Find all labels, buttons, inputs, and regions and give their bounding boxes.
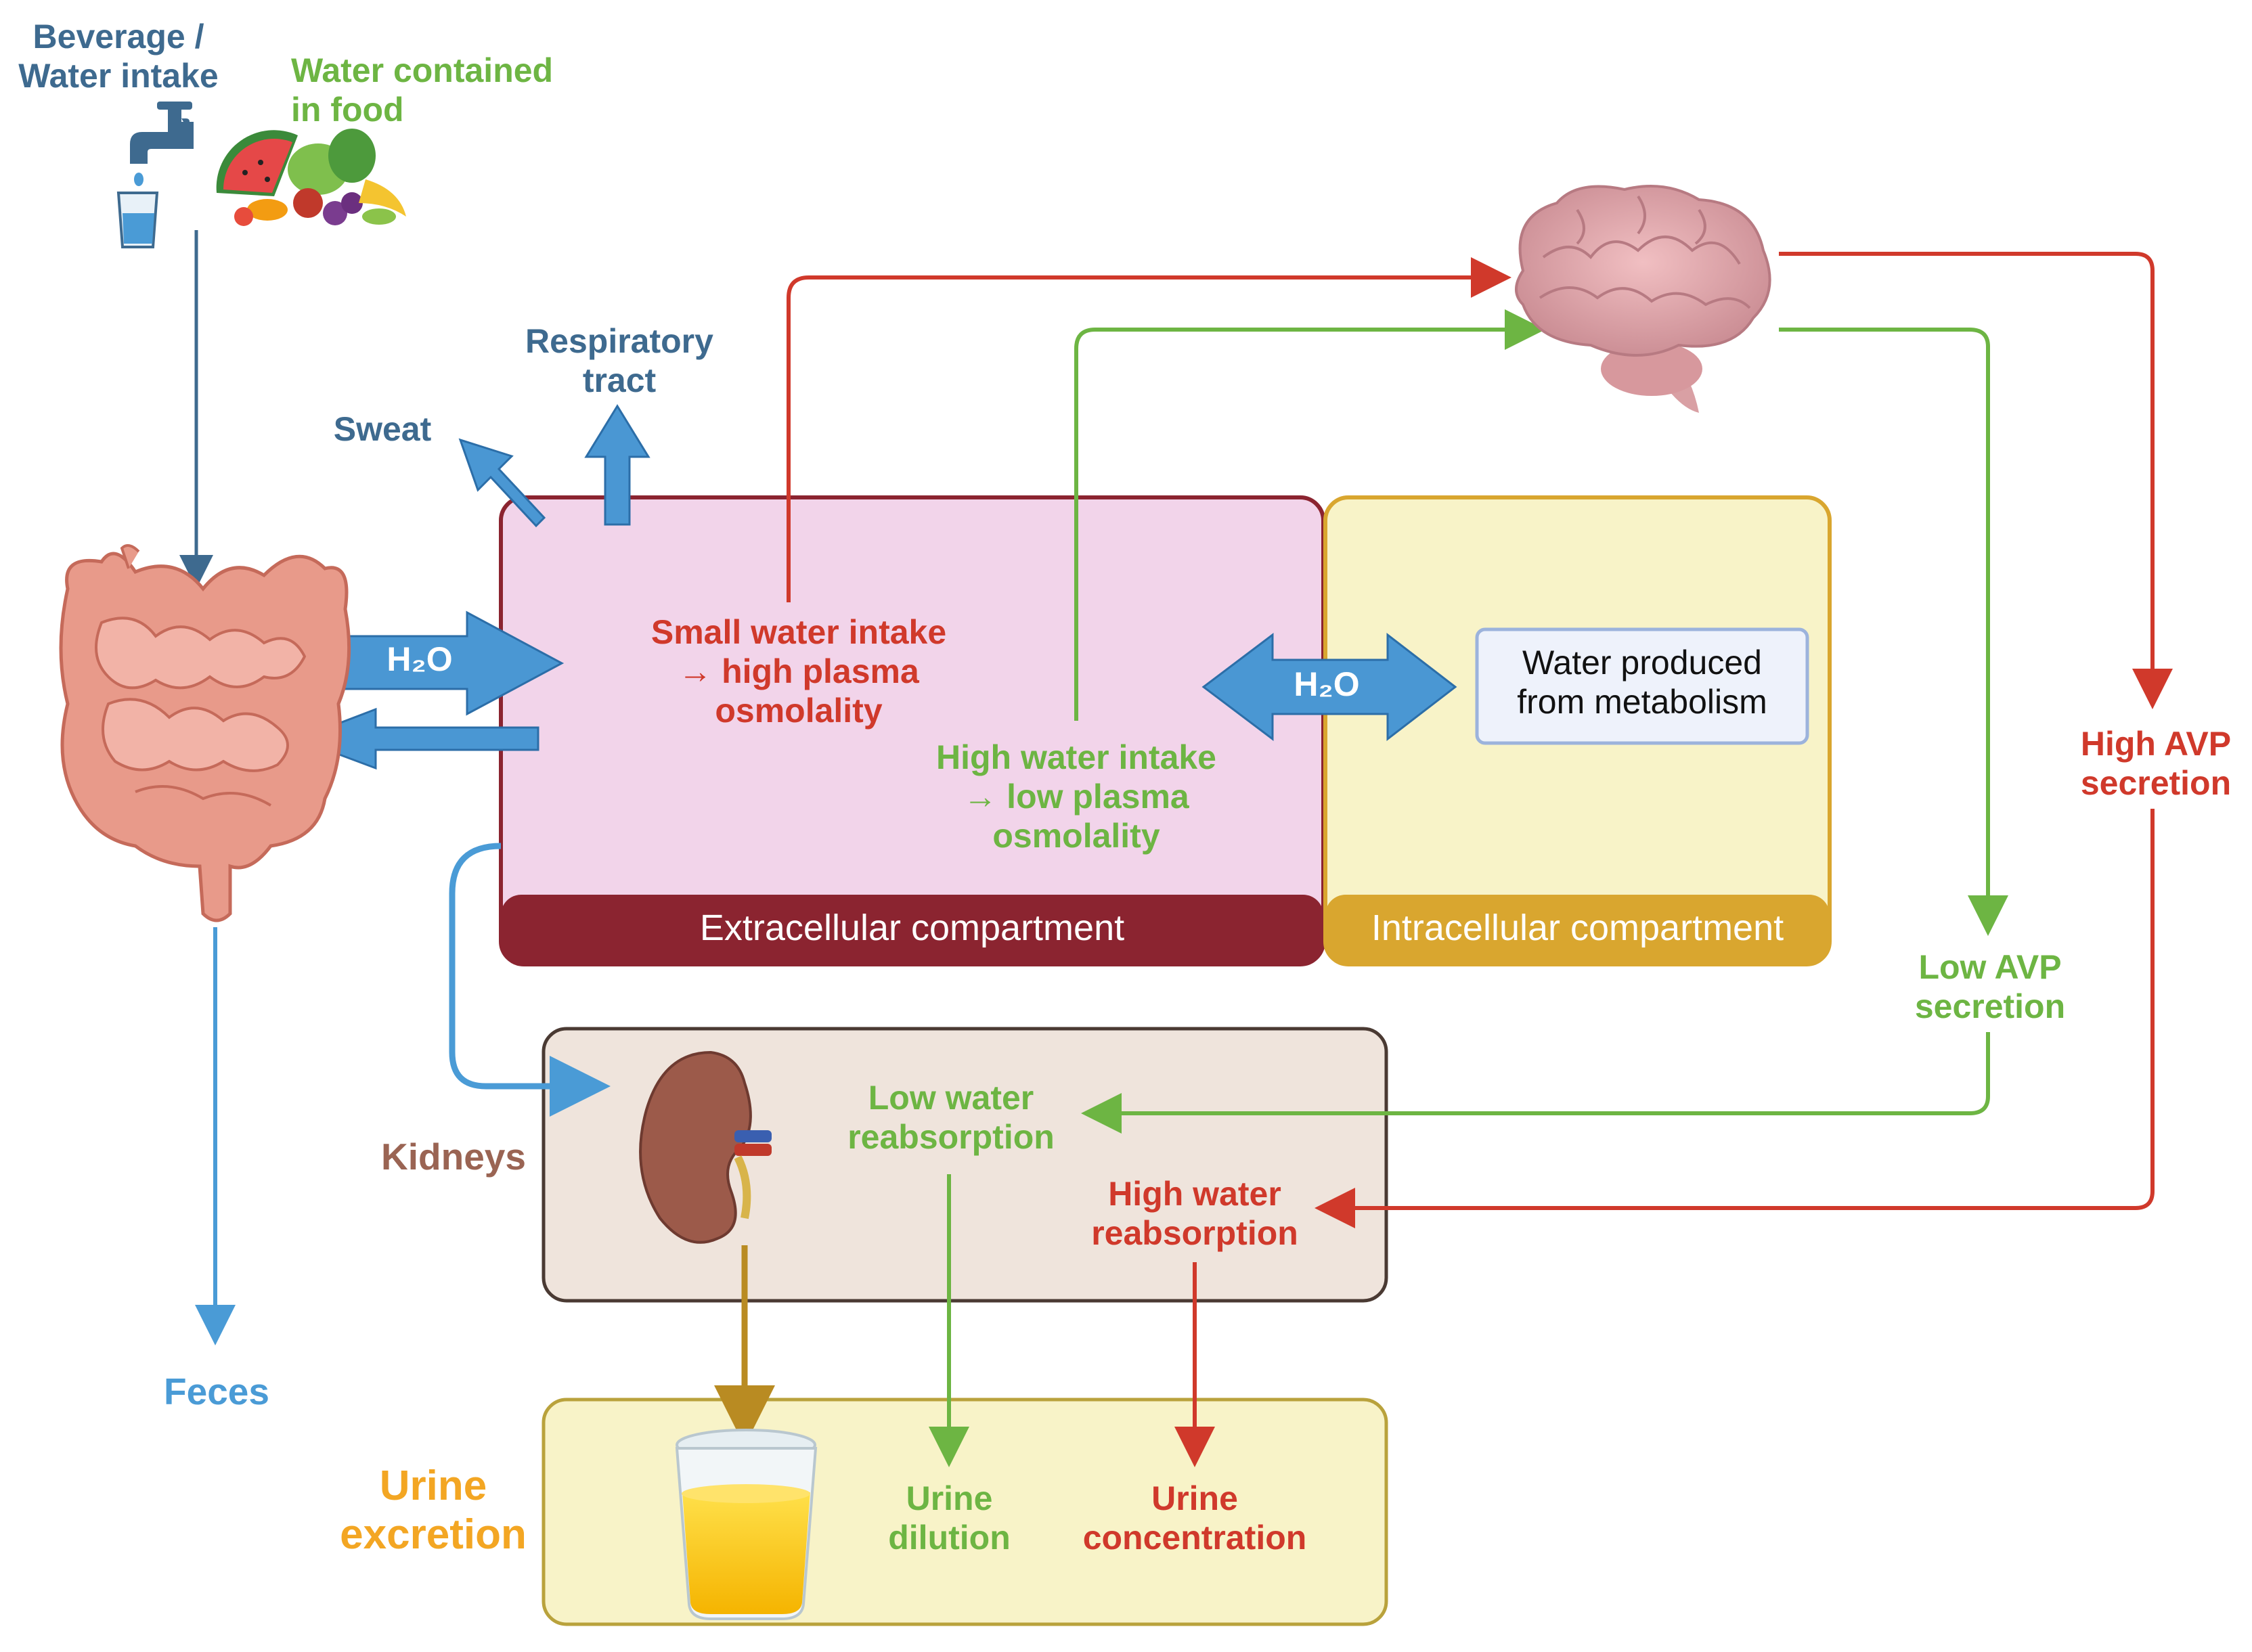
food-line1: Water contained <box>291 51 554 89</box>
urine-dilution-line1: Urine <box>906 1479 993 1517</box>
food-label: Water contained in food <box>291 51 553 129</box>
sweat-label: Sweat <box>333 410 432 448</box>
low-reabs-line1: Low water <box>868 1079 1034 1117</box>
high-reabs-line1: High water <box>1108 1175 1281 1213</box>
sweat-arrow <box>458 438 546 528</box>
h2o-cells-label: H₂O <box>1294 665 1360 703</box>
kidneys-label: Kidneys <box>381 1136 526 1178</box>
high-intake-label: High water intake → low plasma osmolalit… <box>893 738 1259 855</box>
intestine-icon <box>59 544 351 922</box>
beverage-label: Beverage / Water intake <box>10 17 227 95</box>
water-tap-icon <box>130 102 194 186</box>
small-intake-label: Small water intake → high plasma osmolal… <box>609 612 988 730</box>
red-path-avp-to-kidney <box>1315 809 2155 1228</box>
kidney-box <box>542 1027 1388 1303</box>
high-intake-line1: High water intake <box>936 738 1216 776</box>
urine-excretion-line1: Urine <box>379 1463 487 1509</box>
respiratory-line1: Respiratory <box>525 322 713 360</box>
low-avp-line2: secretion <box>1914 987 2066 1025</box>
high-intake-line2: → low plasma <box>963 778 1189 816</box>
low-avp-line1: Low AVP <box>1918 948 2062 986</box>
feces-label: Feces <box>164 1370 269 1412</box>
high-avp-line2: secretion <box>2080 764 2232 802</box>
intracellular-title: Intracellular compartment <box>1371 908 1784 948</box>
water-glass-icon <box>116 192 159 248</box>
green-path-avp-to-kidney <box>1081 1032 1990 1134</box>
high-reabsorption-label: High water reabsorption <box>1069 1174 1320 1253</box>
red-path-to-brain <box>787 257 1511 602</box>
green-path-brain-to-avp <box>1779 328 2008 936</box>
red-path-brain-to-avp <box>1779 252 2173 709</box>
low-avp-label: Low AVP secretion <box>1895 947 2085 1026</box>
urine-dilution-line2: dilution <box>888 1519 1011 1557</box>
urine-excretion-line2: excretion <box>340 1511 527 1558</box>
fruit-vegetables-icon <box>216 129 406 226</box>
kidney-icon <box>639 1050 772 1244</box>
high-avp-label: High AVP secretion <box>2065 724 2247 803</box>
h2o-gut-label: H₂O <box>387 640 453 678</box>
extracellular-to-kidney-arrow <box>449 843 611 1117</box>
high-intake-line3: osmolality <box>992 817 1160 855</box>
low-reabs-line2: reabsorption <box>847 1118 1055 1156</box>
respiratory-arrow <box>584 404 650 526</box>
small-intake-line1: Small water intake <box>650 613 947 651</box>
urine-conc-line2: concentration <box>1082 1519 1307 1557</box>
metabolism-line2: from metabolism <box>1517 683 1767 721</box>
beverage-line2: Water intake <box>18 57 219 95</box>
small-intake-line3: osmolality <box>715 692 883 730</box>
extracellular-title: Extracellular compartment <box>699 908 1125 948</box>
urine-conc-line1: Urine <box>1151 1479 1238 1517</box>
extracellular-compartment <box>499 495 1325 966</box>
urine-excretion-label: Urine excretion <box>332 1462 535 1559</box>
brain-icon <box>1515 185 1771 413</box>
high-avp-line1: High AVP <box>2080 725 2232 763</box>
low-reabsorption-label: Low water reabsorption <box>829 1078 1073 1157</box>
urine-concentration-label: Urine concentration <box>1066 1479 1323 1557</box>
h2o-exchange-arrow <box>1201 632 1457 742</box>
high-reabs-line2: reabsorption <box>1091 1214 1298 1252</box>
respiratory-line2: tract <box>582 361 657 399</box>
urine-cup-icon <box>675 1429 818 1620</box>
food-line2: in food <box>291 91 404 129</box>
beverage-line1: Beverage / <box>32 18 204 55</box>
green-path-to-brain <box>1074 309 1545 721</box>
urine-dilution-label: Urine dilution <box>870 1479 1029 1557</box>
metabolism-line1: Water produced <box>1522 644 1762 682</box>
metabolism-label: Water produced from metabolism <box>1479 643 1805 721</box>
metabolism-box <box>1475 627 1809 745</box>
respiratory-label: Respiratory tract <box>514 321 724 400</box>
small-intake-line2: → high plasma <box>678 652 919 690</box>
